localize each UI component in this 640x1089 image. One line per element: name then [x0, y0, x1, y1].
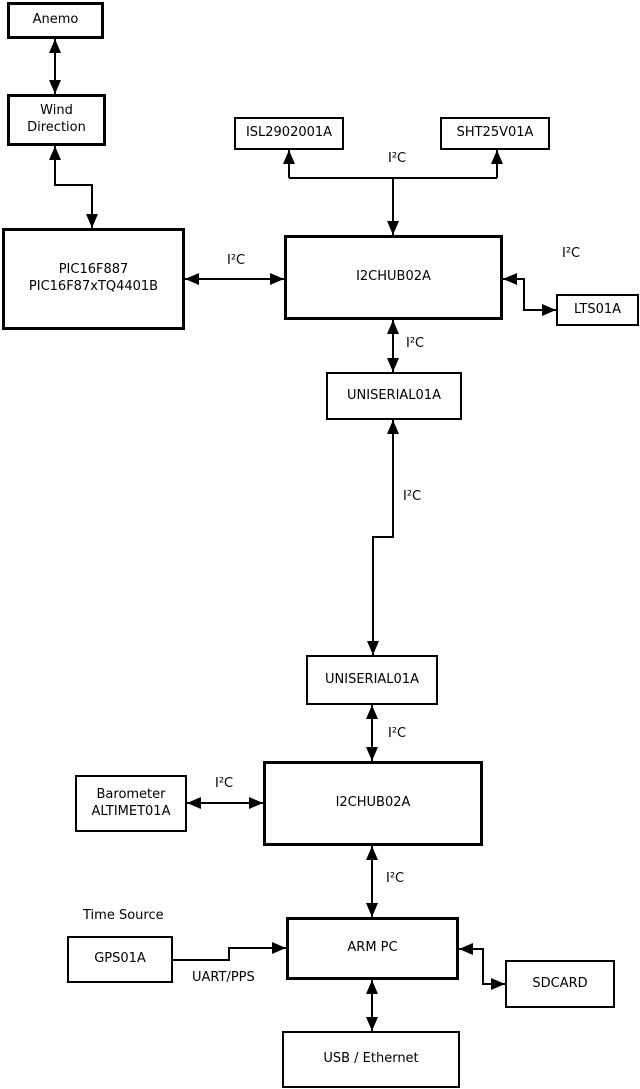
edge-hub1-lts — [503, 273, 556, 316]
node-wind-direction: Wind Direction — [7, 94, 106, 146]
node-anemo-label: Anemo — [32, 12, 79, 28]
node-barometer-altimet01a: Barometer ALTIMET01A — [75, 775, 187, 832]
node-uniserial01a-2-label: UNISERIAL01A — [325, 671, 419, 687]
edge-label-i2c-uniserial2-hub2: I²C — [388, 726, 407, 741]
node-arm-pc-label: ARM PC — [347, 940, 398, 956]
node-uniserial01a-1: UNISERIAL01A — [326, 372, 462, 420]
edge-label-i2c-hub1-lts: I²C — [562, 246, 581, 261]
node-sdcard: SDCARD — [505, 960, 615, 1008]
node-i2chub02a-1-label: I2CHUB02A — [356, 269, 431, 285]
node-i2chub02a-1: I2CHUB02A — [284, 235, 503, 320]
node-barometer-altimet01a-label: Barometer ALTIMET01A — [91, 786, 171, 819]
node-i2chub02a-2: I2CHUB02A — [263, 761, 483, 846]
node-sht25v01a: SHT25V01A — [440, 117, 550, 150]
edge-label-time-source: Time Source — [83, 908, 164, 923]
node-pic16f887-label: PIC16F887 PIC16F87xTQ4401B — [28, 262, 159, 294]
node-wind-direction-label: Wind Direction — [27, 103, 86, 135]
node-gps01a-label: GPS01A — [94, 951, 146, 967]
edge-uniserial-link — [367, 420, 399, 655]
node-usb-ethernet: USB / Ethernet — [282, 1031, 460, 1088]
node-isl2902001a-label: ISL2902001A — [245, 125, 333, 141]
node-lts01a: LTS01A — [556, 294, 639, 326]
node-i2chub02a-2-label: I2CHUB02A — [335, 795, 411, 811]
node-uniserial01a-2: UNISERIAL01A — [306, 655, 438, 705]
edge-label-i2c-pic-hub1: I²C — [227, 253, 246, 268]
edge-label-i2c-hub2-armpc: I²C — [386, 871, 405, 886]
edge-label-i2c-uniserial-link: I²C — [403, 489, 422, 504]
node-arm-pc: ARM PC — [286, 917, 459, 980]
node-lts01a-label: LTS01A — [573, 301, 622, 317]
edge-label-i2c-barometer-hub2: I²C — [215, 776, 234, 791]
node-sdcard-label: SDCARD — [532, 975, 588, 991]
node-usb-ethernet-label: USB / Ethernet — [323, 1051, 419, 1067]
node-pic16f887: PIC16F887 PIC16F87xTQ4401B — [2, 228, 185, 330]
node-uniserial01a-1-label: UNISERIAL01A — [347, 387, 441, 403]
edge-label-uart-pps: UART/PPS — [192, 970, 255, 985]
node-isl2902001a: ISL2902001A — [234, 117, 344, 150]
edge-armpc-sdcard — [459, 943, 505, 990]
edge-label-i2c-hub1-uniserial1: I²C — [406, 336, 425, 351]
edge-label-i2c-top-bus: I²C — [388, 151, 407, 166]
node-anemo: Anemo — [7, 2, 104, 39]
edge-wind-pic — [49, 146, 98, 228]
node-sht25v01a-label: SHT25V01A — [456, 125, 534, 141]
edge-gps-armpc — [173, 942, 286, 961]
node-gps01a: GPS01A — [67, 936, 173, 983]
